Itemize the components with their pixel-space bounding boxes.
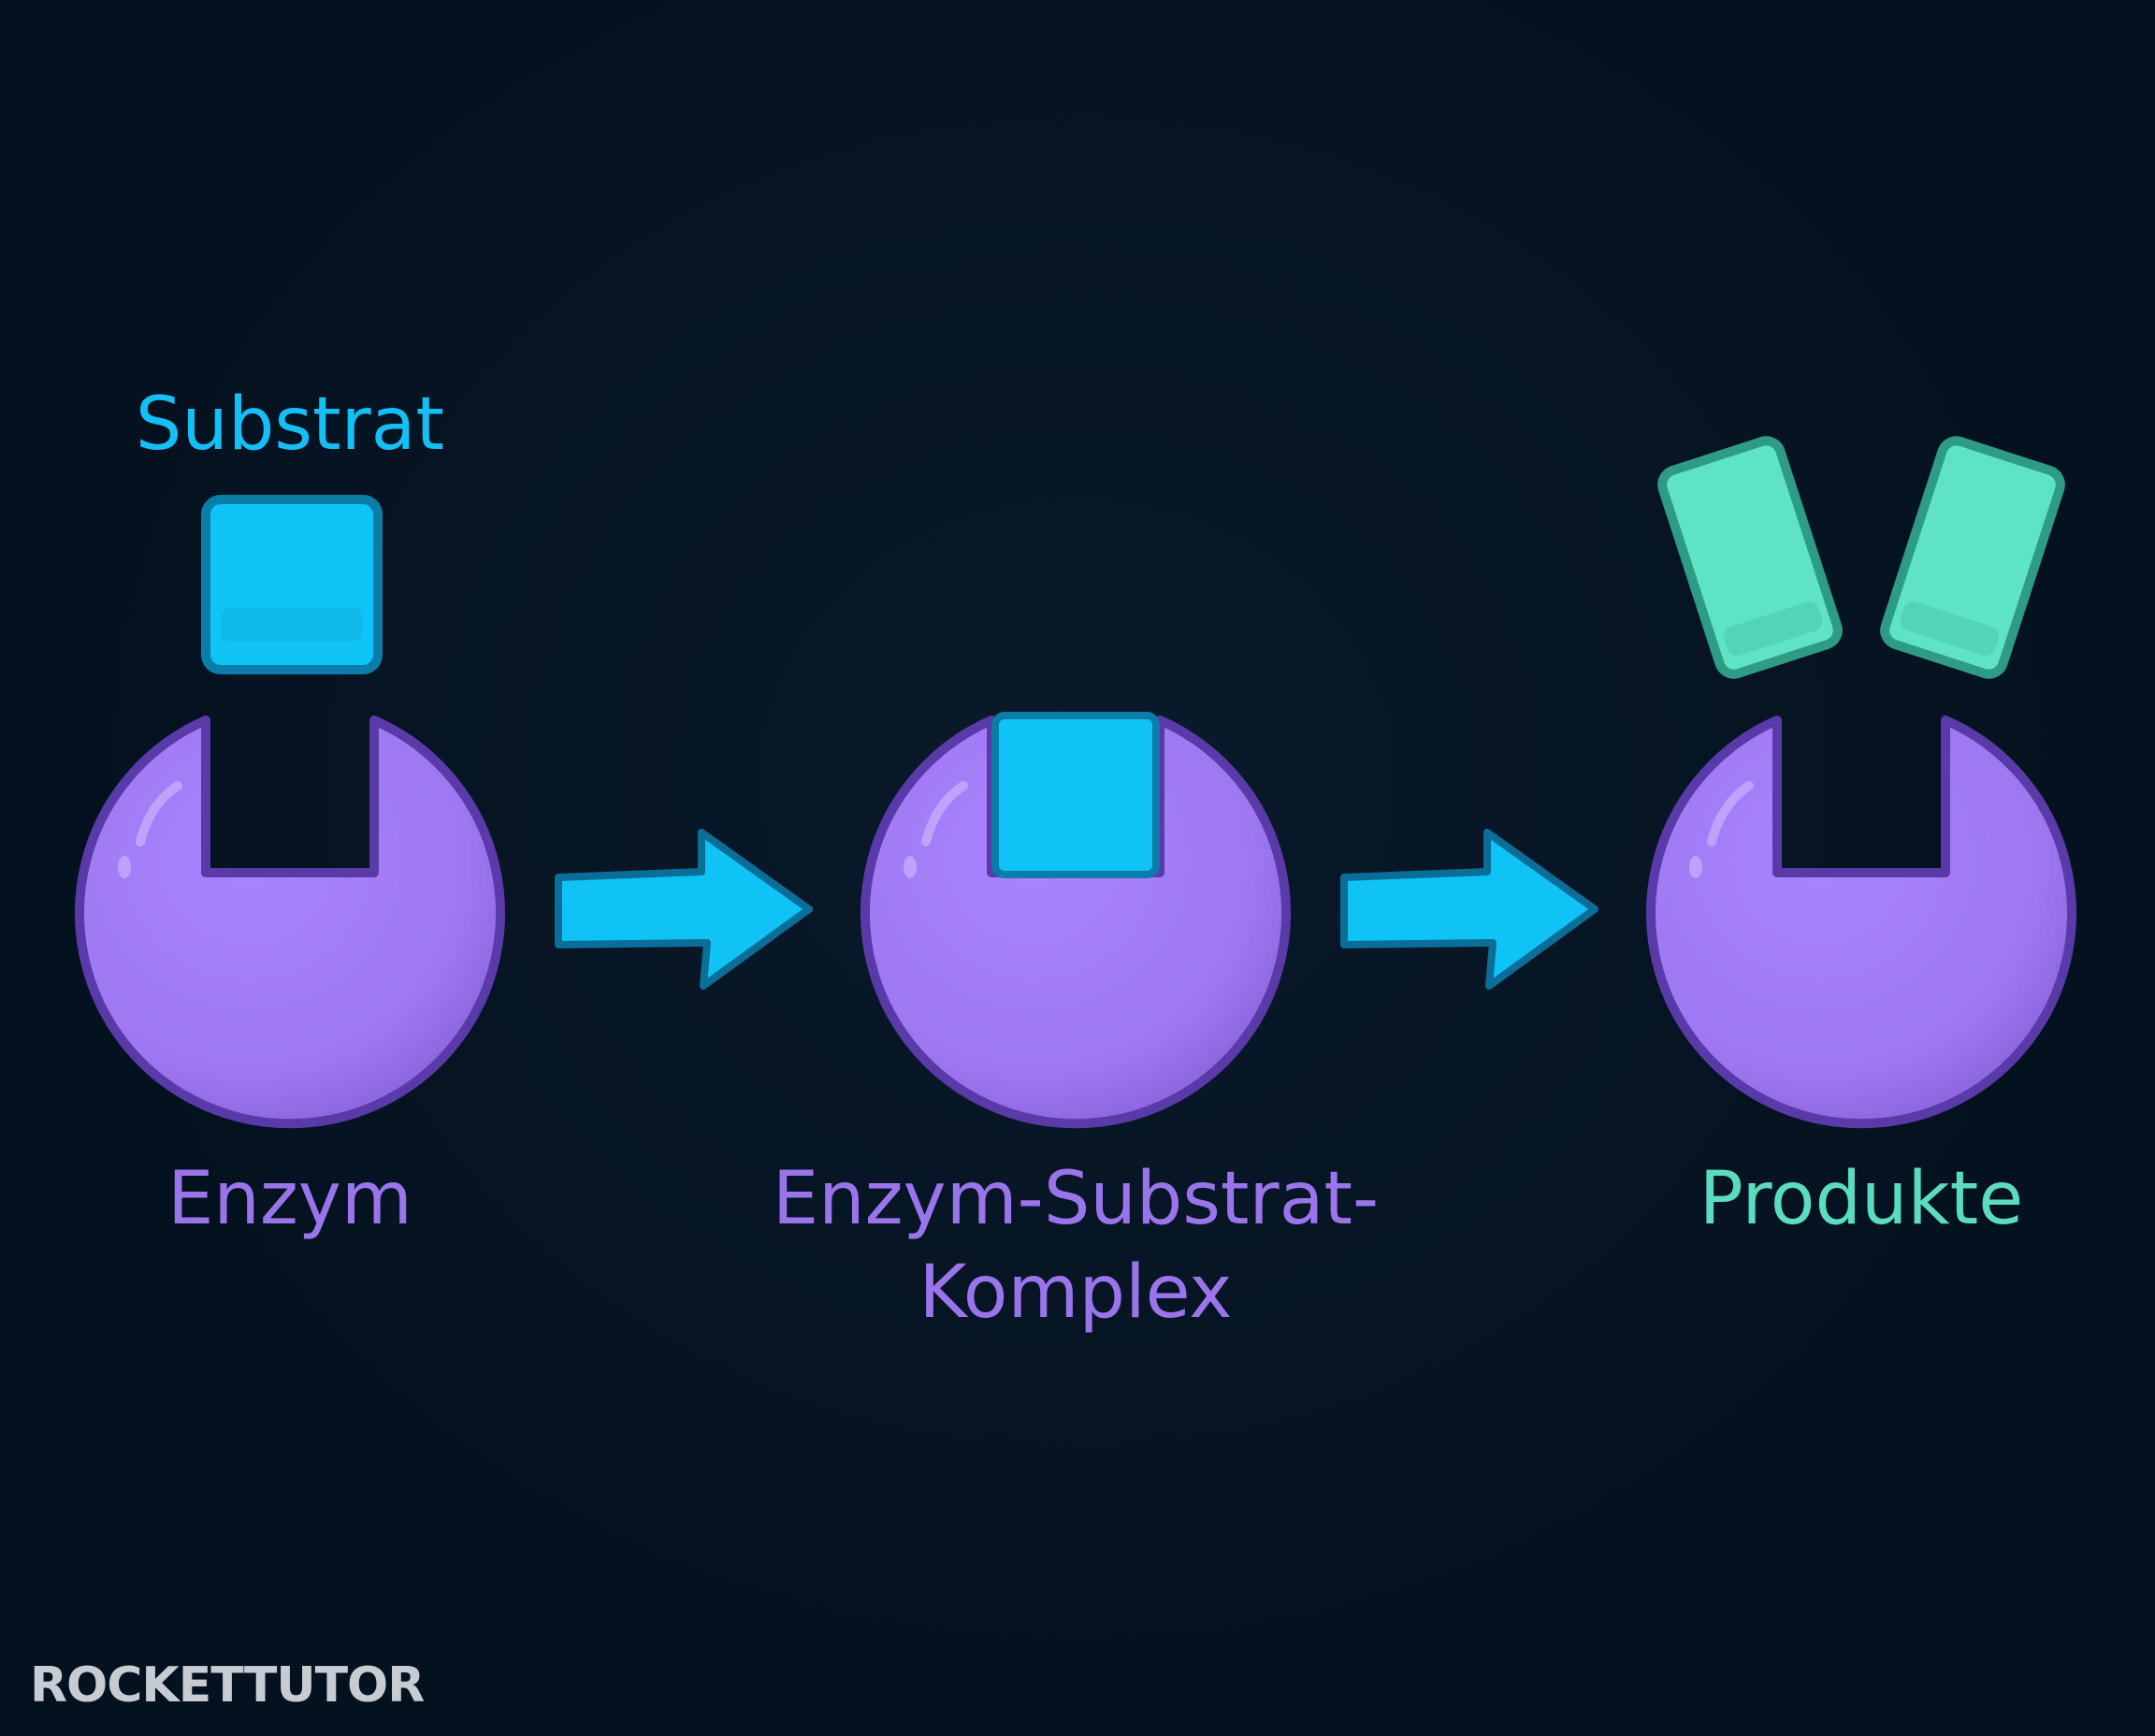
complex-label-line-2: Komplex — [918, 1251, 1233, 1335]
rockettutor-logo: ROCKETTUTOR — [30, 1657, 425, 1714]
enzyme-shape-3 — [1646, 716, 2076, 1129]
substrate-block — [201, 495, 383, 674]
arrow-right-icon — [1340, 829, 1598, 990]
enzyme-label: Enzym — [167, 1157, 412, 1241]
substrate-label: Substrat — [135, 383, 445, 467]
enzyme-shape-1 — [75, 716, 505, 1129]
complex-label-line-1: Enzym-Substrat- — [772, 1157, 1380, 1241]
enzyme-substrate-complex-label: Enzym-Substrat- Komplex — [748, 1152, 1403, 1339]
product-block-2 — [1880, 436, 2065, 679]
arrow-right-icon — [555, 829, 813, 990]
products-label: Produkte — [1699, 1157, 2024, 1241]
bound-substrate-block — [991, 712, 1160, 878]
product-block-1 — [1657, 436, 1843, 679]
enzyme-shape-2 — [861, 716, 1291, 1129]
